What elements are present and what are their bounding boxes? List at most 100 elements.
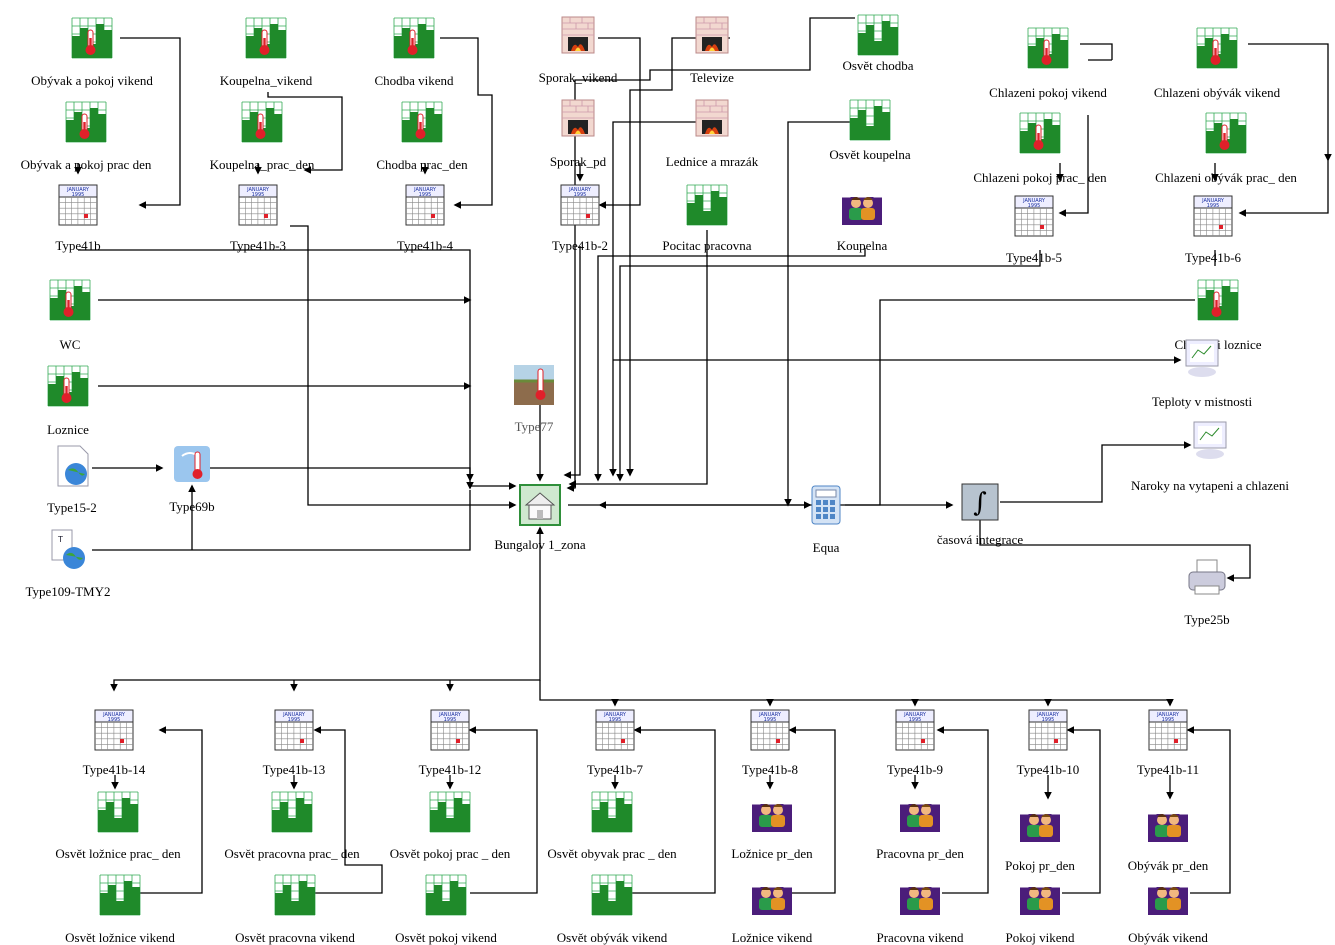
bars-icon[interactable] [270, 790, 314, 834]
calendar-icon[interactable]: JANUARY 1995 [1191, 194, 1235, 238]
calendar-icon[interactable]: JANUARY 1995 [1026, 708, 1070, 752]
fireplace-icon[interactable] [556, 13, 600, 57]
svg-text:1995: 1995 [288, 717, 301, 723]
component-label: Osvět pracovna vikend [235, 930, 355, 945]
ground-temp-icon[interactable] [512, 363, 556, 407]
calendar-icon[interactable]: JANUARY 1995 [272, 708, 316, 752]
profile-icon[interactable] [70, 16, 114, 60]
fireplace-icon[interactable] [690, 13, 734, 57]
component-label: Type41b-11 [1136, 762, 1200, 777]
component-label: Koupelna [836, 238, 888, 253]
calendar-icon[interactable]: JANUARY 1995 [428, 708, 472, 752]
component-label: Osvět ložnice prac_ den [55, 846, 181, 861]
occupant-icon[interactable] [1146, 873, 1190, 917]
profile-icon[interactable] [46, 364, 90, 408]
profile-icon[interactable] [1018, 111, 1062, 155]
occupant-icon[interactable] [750, 790, 794, 834]
bars-icon[interactable] [856, 13, 900, 57]
svg-text:∫: ∫ [973, 488, 987, 518]
component-label: Ložnice vikend [731, 930, 813, 945]
occupant-icon[interactable] [898, 790, 942, 834]
profile-icon[interactable] [64, 100, 108, 144]
profile-icon[interactable] [1204, 111, 1248, 155]
component-label: Televize [690, 70, 734, 85]
plotter-icon[interactable] [1188, 418, 1232, 462]
bars-icon[interactable] [685, 183, 729, 227]
profile-icon[interactable] [400, 100, 444, 144]
calendar-icon[interactable]: JANUARY 1995 [56, 183, 100, 227]
bars-icon[interactable] [590, 873, 634, 917]
component-label: Koupelna_vikend [219, 73, 313, 88]
calendar-icon[interactable]: JANUARY 1995 [1146, 708, 1190, 752]
component-label: Type41b-5 [1005, 250, 1063, 265]
svg-text:JANUARY: JANUARY [903, 712, 927, 718]
fireplace-icon[interactable] [556, 96, 600, 140]
house-icon[interactable] [518, 483, 562, 527]
component-label: Obývák pr_den [1127, 858, 1209, 873]
component-label: Bungalov 1_zona [494, 537, 586, 552]
occupant-icon[interactable] [1018, 800, 1062, 844]
weather-reader-icon[interactable]: T [46, 528, 90, 572]
calendar-icon[interactable]: JANUARY 1995 [748, 708, 792, 752]
occupant-icon[interactable] [840, 183, 884, 227]
svg-text:1995: 1995 [764, 717, 777, 723]
component-label: Type41b-9 [886, 762, 944, 777]
printer-icon[interactable] [1185, 556, 1229, 600]
component-label: Type15-2 [47, 500, 97, 515]
svg-text:JANUARY: JANUARY [568, 187, 592, 193]
bars-icon[interactable] [590, 790, 634, 834]
component-label: Type77 [514, 419, 554, 434]
profile-icon[interactable] [244, 16, 288, 60]
calendar-icon[interactable]: JANUARY 1995 [1012, 194, 1056, 238]
plotter-icon[interactable] [1180, 336, 1224, 380]
bars-icon[interactable] [273, 873, 317, 917]
component-label: Pocitac pracovna [662, 238, 752, 253]
svg-text:1995: 1995 [574, 192, 587, 198]
occupant-icon[interactable] [1018, 873, 1062, 917]
svg-text:JANUARY: JANUARY [603, 712, 627, 718]
profile-icon[interactable] [392, 16, 436, 60]
weather-file-icon[interactable] [50, 444, 94, 488]
bars-icon[interactable] [848, 98, 892, 142]
component-label: Pokoj pr_den [1005, 858, 1075, 873]
occupant-icon[interactable] [1146, 800, 1190, 844]
calendar-icon[interactable]: JANUARY 1995 [236, 183, 280, 227]
profile-icon[interactable] [240, 100, 284, 144]
integral-icon[interactable]: ∫ [958, 480, 1002, 524]
svg-text:JANUARY: JANUARY [438, 712, 462, 718]
svg-text:JANUARY: JANUARY [413, 187, 437, 193]
svg-text:JANUARY: JANUARY [1156, 712, 1180, 718]
profile-icon[interactable] [1026, 26, 1070, 70]
component-label: Type41b-14 [82, 762, 146, 777]
component-label: Pokoj vikend [1005, 930, 1075, 945]
component-label: Chlazeni obývák prac_ den [1155, 170, 1297, 185]
occupant-icon[interactable] [898, 873, 942, 917]
component-label: WC [59, 337, 81, 352]
calendar-icon[interactable]: JANUARY 1995 [558, 183, 602, 227]
sky-temp-icon[interactable] [170, 442, 214, 486]
component-label: Koupelna_prac_den [209, 157, 315, 172]
calendar-icon[interactable]: JANUARY 1995 [893, 708, 937, 752]
occupant-icon[interactable] [750, 873, 794, 917]
component-label: Chlazeni pokoj vikend [989, 85, 1107, 100]
wire [120, 37, 181, 209]
profile-icon[interactable] [48, 278, 92, 322]
calendar-icon[interactable]: JANUARY 1995 [92, 708, 136, 752]
fireplace-icon[interactable] [690, 96, 734, 140]
svg-text:JANUARY: JANUARY [246, 187, 270, 193]
bars-icon[interactable] [96, 790, 140, 834]
component-label: Type41b-8 [741, 762, 799, 777]
calendar-icon[interactable]: JANUARY 1995 [593, 708, 637, 752]
component-label: Osvět ložnice vikend [65, 930, 175, 945]
bars-icon[interactable] [98, 873, 142, 917]
bars-icon[interactable] [428, 790, 472, 834]
bars-icon[interactable] [424, 873, 468, 917]
profile-icon[interactable] [1195, 26, 1239, 70]
profile-icon[interactable] [1196, 278, 1240, 322]
calendar-icon[interactable]: JANUARY 1995 [403, 183, 447, 227]
svg-text:1995: 1995 [72, 192, 85, 198]
component-label: časová integrace [936, 532, 1024, 547]
component-label: Osvět pracovna prac_ den [224, 846, 360, 861]
calculator-icon[interactable] [804, 483, 848, 527]
